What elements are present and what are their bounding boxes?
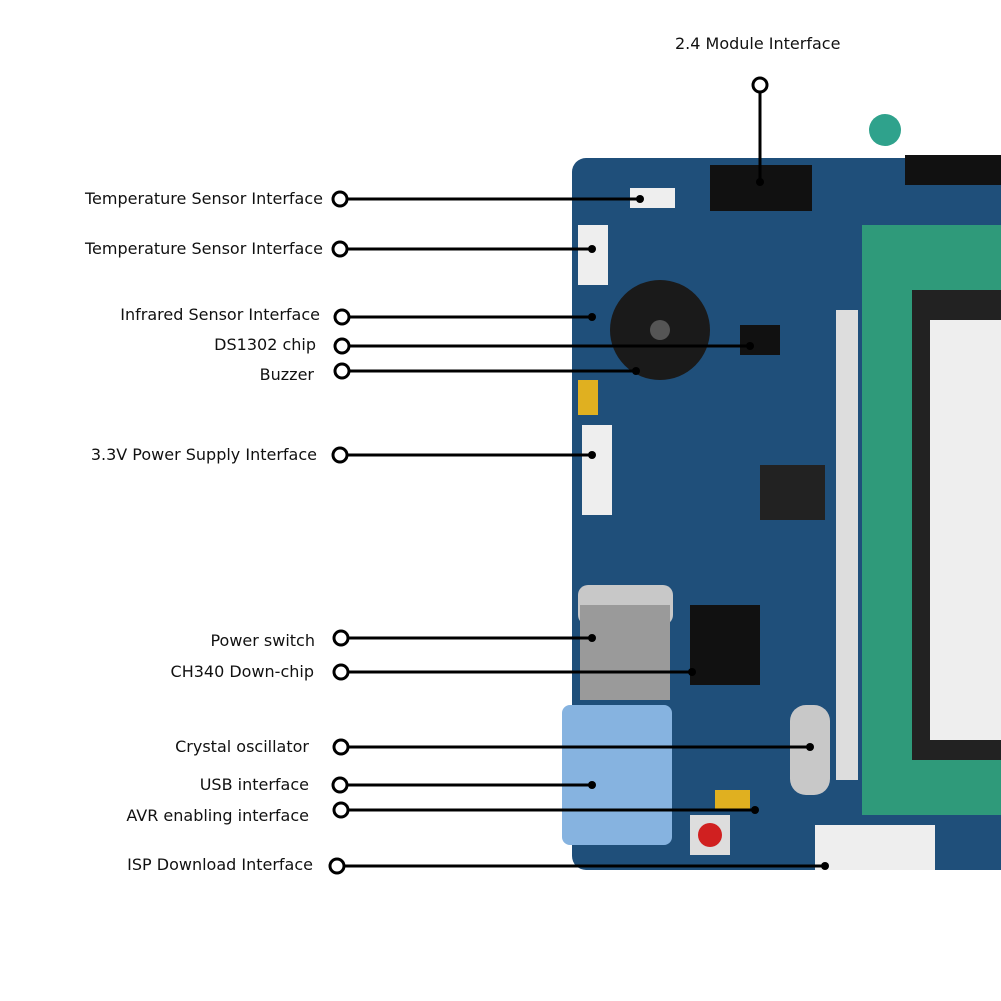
callout-marker-crystal — [332, 738, 350, 756]
callout-endpoint-avr — [751, 806, 759, 814]
callout-endpoint-power-switch — [588, 634, 596, 642]
label-ds1302: DS1302 chip — [214, 335, 316, 354]
reset-button-cap — [698, 823, 722, 847]
label-isp-download: ISP Download Interface — [127, 855, 313, 874]
buzzer-hole — [650, 320, 670, 340]
callout-endpoint-usb — [588, 781, 596, 789]
pin-header-right — [836, 310, 858, 780]
callout-endpoint-ds1302 — [746, 342, 754, 350]
usb-connector — [562, 705, 672, 845]
callout-endpoint-module-24 — [756, 178, 764, 186]
callout-marker-power-switch — [332, 629, 350, 647]
temp-header-1 — [630, 188, 675, 208]
callout-endpoint-isp — [821, 862, 829, 870]
label-crystal-oscillator: Crystal oscillator — [175, 737, 309, 756]
label-avr-enabling: AVR enabling interface — [126, 806, 309, 825]
label-ch340: CH340 Down-chip — [170, 662, 314, 681]
avr-jumper — [715, 790, 750, 810]
callout-marker-temp-sensor-2 — [331, 240, 349, 258]
trimmer — [869, 114, 901, 146]
callout-marker-avr — [332, 801, 350, 819]
isp-header — [815, 825, 935, 870]
callout-endpoint-ch340 — [688, 668, 696, 676]
power-switch — [580, 605, 670, 700]
ds1302-chip — [740, 325, 780, 355]
callout-marker-ch340 — [332, 663, 350, 681]
label-2-4-module-interface: 2.4 Module Interface — [675, 34, 841, 53]
chip-label — [930, 320, 1001, 740]
callout-endpoint-temp-sensor-1 — [636, 195, 644, 203]
label-buzzer: Buzzer — [259, 365, 314, 384]
callout-endpoint-temp-sensor-2 — [588, 245, 596, 253]
temp-header-2 — [578, 225, 608, 285]
callout-endpoint-buzzer — [632, 367, 640, 375]
callout-endpoint-infrared — [588, 313, 596, 321]
top-header — [905, 155, 1001, 185]
callout-marker-infrared — [333, 308, 351, 326]
callout-marker-ds1302 — [333, 337, 351, 355]
callout-marker-buzzer — [333, 362, 351, 380]
callout-endpoint-power-33 — [588, 451, 596, 459]
jumper-yellow — [578, 380, 598, 415]
label-3-3v-power: 3.3V Power Supply Interface — [90, 445, 317, 464]
power-header — [582, 425, 612, 515]
callout-marker-isp — [328, 857, 346, 875]
callout-marker-temp-sensor-1 — [331, 190, 349, 208]
regulator — [760, 465, 825, 520]
ch340-chip — [690, 605, 760, 685]
callout-marker-power-33 — [331, 446, 349, 464]
label-power-switch: Power switch — [210, 631, 315, 650]
label-infrared-sensor: Infrared Sensor Interface — [120, 305, 320, 324]
label-usb-interface: USB interface — [199, 775, 309, 794]
callout-endpoint-crystal — [806, 743, 814, 751]
callout-marker-usb — [331, 776, 349, 794]
label-temperature-sensor-2: Temperature Sensor Interface — [85, 239, 323, 258]
callout-marker-module-24 — [751, 76, 769, 94]
label-temperature-sensor-1: Temperature Sensor Interface — [85, 189, 323, 208]
